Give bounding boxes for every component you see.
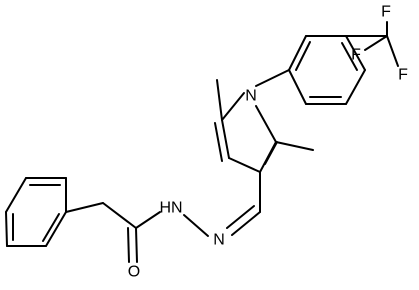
bond-pyr-c5-n	[255, 105, 277, 143]
bond-arB-3	[5, 211, 8, 247]
bond-arA-1-inner	[295, 41, 311, 71]
atom-label-o: O	[128, 264, 140, 281]
bond-arA-1	[288, 35, 307, 71]
bond-arA-3-inner	[341, 42, 358, 71]
bond-arB-1	[45, 211, 67, 247]
bond-pyr-c2-c3-inner	[214, 122, 223, 162]
bond-arA-3	[345, 35, 366, 71]
bond-methyl-c2	[216, 79, 223, 121]
bond-arA-4	[345, 69, 366, 105]
atom-label-f3: F	[398, 67, 408, 84]
bond-cf3-f3	[386, 35, 399, 67]
bond-arB-4	[5, 177, 27, 213]
atom-label-f2: F	[351, 47, 361, 64]
atom-label-nh: HN	[159, 200, 182, 217]
bond-n-aryl	[255, 69, 290, 87]
atom-label-n-imine: N	[213, 232, 225, 249]
atom-label-f1: F	[381, 4, 391, 21]
atom-label-n-pyrrole: N	[245, 88, 257, 105]
bond-ch-n-double-inner	[226, 205, 255, 229]
bond-arB-1-inner	[42, 213, 60, 242]
bond-co-double-inner	[127, 227, 130, 263]
bond-pyr-n-c2	[221, 92, 245, 121]
bond-methyl-c5	[275, 141, 314, 151]
bond-pyr-c2-c3	[221, 119, 230, 159]
bond-co-ch2	[102, 202, 137, 229]
bond-cf3-f2	[364, 35, 388, 51]
bond-arA-6	[288, 69, 307, 105]
bond-n-nh	[183, 214, 209, 237]
bond-co-double	[135, 227, 138, 263]
bond-ch-n-double	[231, 211, 261, 236]
bond-ch2-ph	[65, 202, 104, 213]
bond-pyr-c3-c4	[228, 157, 261, 173]
bond-nh-co	[135, 211, 161, 229]
bond-pyr-c4-c5-inner	[264, 141, 278, 165]
